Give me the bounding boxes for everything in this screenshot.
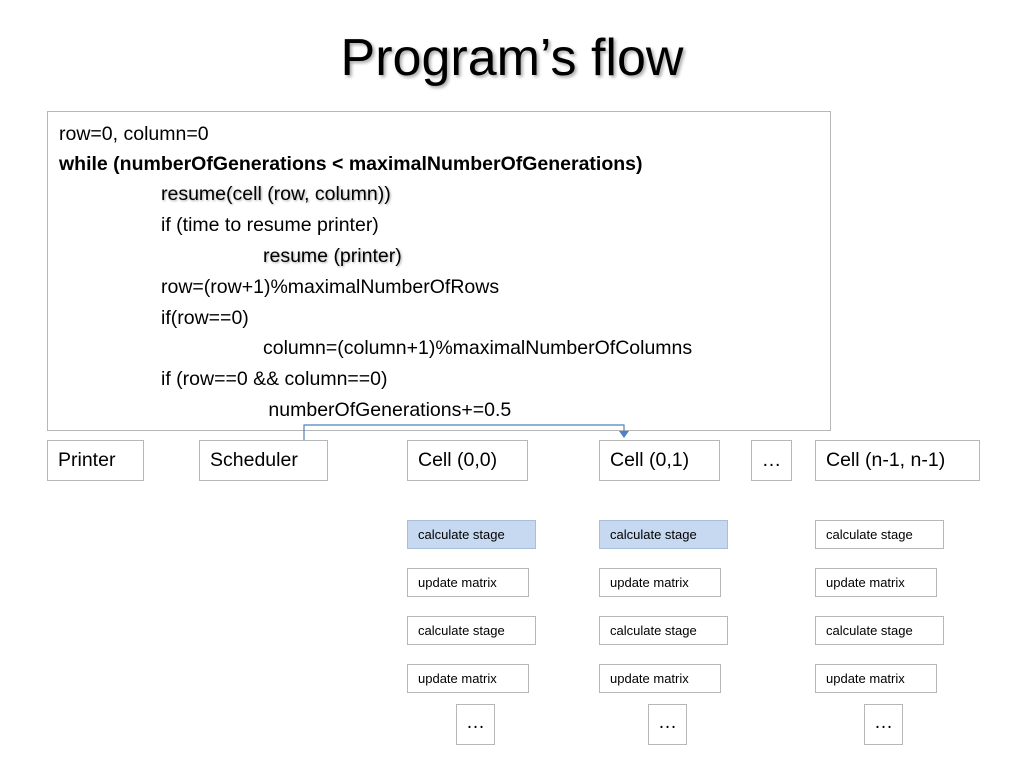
code-line-if-row-column: if (row==0 && column==0) (161, 368, 388, 390)
pseudocode-box: row=0, column=0 while (numberOfGeneratio… (47, 111, 831, 431)
cell-0-0-update-matrix-2: update matrix (407, 664, 529, 693)
code-line-row-increment: row=(row+1)%maximalNumberOfRows (161, 276, 500, 298)
arrowhead-icon (619, 431, 629, 438)
code-line-resume-printer: resume (printer) (263, 245, 402, 267)
actor-gap: … (751, 440, 792, 481)
cell-0-1-more: … (648, 704, 687, 745)
cell-last-more: … (864, 704, 903, 745)
cell-0-1-update-matrix-2: update matrix (599, 664, 721, 693)
actor-printer: Printer (47, 440, 144, 481)
code-line-generations: numberOfGenerations+=0.5 (263, 399, 512, 421)
cell-0-0-update-matrix-1: update matrix (407, 568, 529, 597)
cell-0-0-calculate-stage-1: calculate stage (407, 520, 536, 549)
cell-0-0-more: … (456, 704, 495, 745)
actor-scheduler: Scheduler (199, 440, 328, 481)
code-line-init: row=0, column=0 (59, 123, 209, 145)
page-title: Program’s flow (340, 29, 684, 87)
cell-last-calculate-stage-1: calculate stage (815, 520, 944, 549)
cell-0-0-calculate-stage-2: calculate stage (407, 616, 536, 645)
code-line-while: while (numberOfGenerations < maximalNumb… (59, 153, 643, 175)
cell-0-1-calculate-stage-1: calculate stage (599, 520, 728, 549)
code-line-column-increment: column=(column+1)%maximalNumberOfColumns (263, 337, 693, 359)
code-line-if-printer: if (time to resume printer) (161, 214, 379, 236)
code-line-if-row: if(row==0) (161, 307, 249, 329)
cell-0-1-calculate-stage-2: calculate stage (599, 616, 728, 645)
actor-cell-0-0: Cell (0,0) (407, 440, 528, 481)
cell-last-update-matrix-1: update matrix (815, 568, 937, 597)
cell-last-calculate-stage-2: calculate stage (815, 616, 944, 645)
cell-0-1-update-matrix-1: update matrix (599, 568, 721, 597)
actor-cell-last: Cell (n-1, n-1) (815, 440, 980, 481)
code-line-resume-cell: resume(cell (row, column)) (161, 183, 391, 205)
cell-last-update-matrix-2: update matrix (815, 664, 937, 693)
actor-cell-0-1: Cell (0,1) (599, 440, 720, 481)
